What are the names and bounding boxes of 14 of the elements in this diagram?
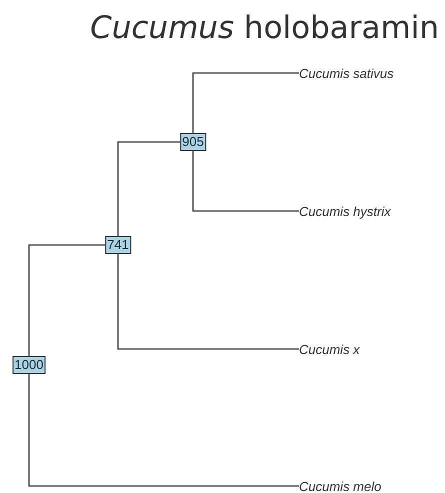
- taxon-label: Cucumis sativus: [299, 66, 394, 80]
- taxon-label: Cucumis x: [299, 342, 360, 356]
- tree-branch: [28, 374, 299, 487]
- bootstrap-value-box: 1000: [12, 356, 46, 374]
- taxon-label: Cucumis melo: [299, 478, 382, 493]
- bootstrap-value-box: 905: [180, 133, 206, 151]
- tree-branch: [192, 72, 299, 133]
- tree-branch: [192, 151, 299, 212]
- tree-branch: [117, 254, 299, 350]
- bootstrap-value-box: 741: [105, 236, 131, 254]
- tree-branch: [28, 244, 106, 356]
- tree-branch: [117, 141, 180, 236]
- diagram-title: Cucumus holobaramin: [90, 9, 439, 48]
- taxon-label: Cucumis hystrix: [299, 204, 391, 218]
